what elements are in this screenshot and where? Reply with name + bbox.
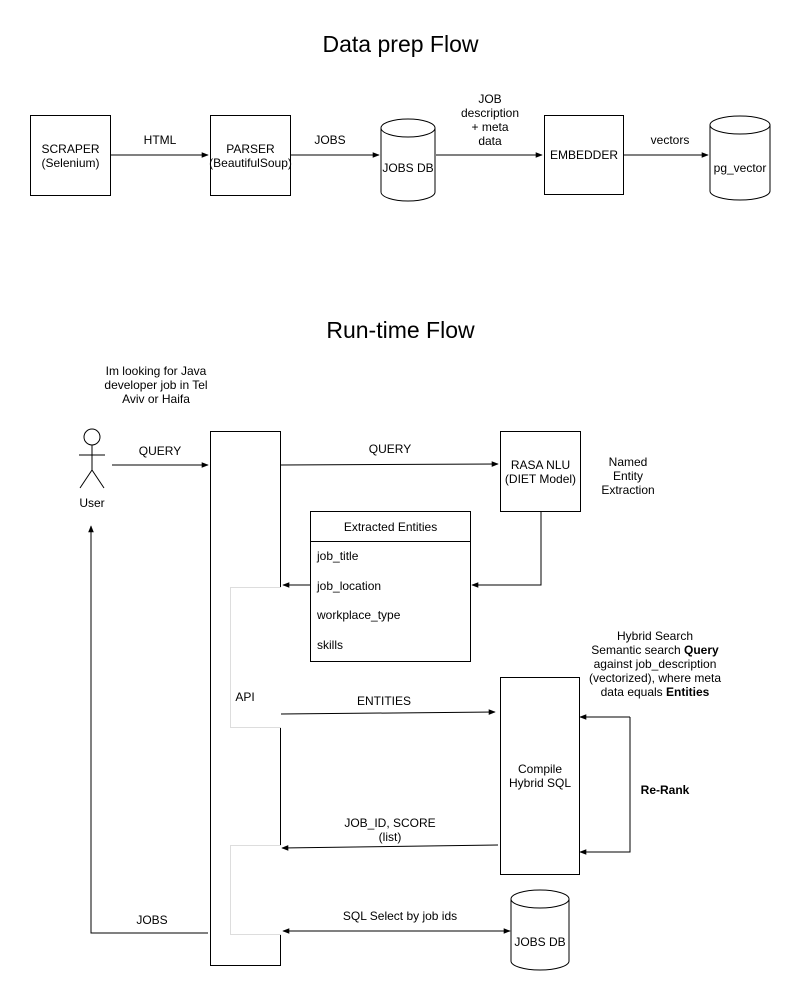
- rerank-loop-arrow: [579, 717, 631, 855]
- hybrid-line-1: Hybrid Search: [616, 629, 694, 643]
- jobs-label: JOBS: [314, 133, 346, 147]
- entity-skills: skills: [317, 638, 343, 652]
- entities-table: Extracted Entities job_title job_locatio…: [310, 511, 471, 662]
- result-arrow: [281, 844, 499, 851]
- pg-vector-label: pg_vector: [713, 161, 767, 175]
- runtime-jobs-db-label: JOBS DB: [514, 935, 566, 949]
- api-highlight-upper: [230, 587, 281, 728]
- ner-note: Named Entity Extraction: [596, 455, 660, 497]
- hybrid-line-4: (vectorized), where meta: [588, 671, 722, 685]
- user-quote-line-2: developer job in Tel: [104, 378, 208, 392]
- hybrid-line-2: Semantic search Query: [580, 643, 730, 657]
- scraper-label: SCRAPER: [41, 141, 100, 156]
- parser-sublabel: (BeautifulSoup): [209, 155, 292, 170]
- api-entities-arrow: [280, 709, 496, 715]
- jobs-db-cylinder-top: [380, 118, 436, 202]
- parser-node: PARSER (BeautifulSoup): [209, 115, 292, 196]
- compile-sublabel: Hybrid SQL: [508, 776, 572, 790]
- rasa-node: RASA NLU (DIET Model): [500, 431, 581, 512]
- hybrid-line-2-text: Semantic search: [591, 643, 685, 657]
- data-prep-title: Data prep Flow: [322, 31, 479, 57]
- api-highlight-lower: [230, 845, 281, 935]
- embedder-node: EMBEDDER: [544, 115, 624, 195]
- html-label: HTML: [143, 133, 177, 147]
- user-quote-line-1: Im looking for Java: [105, 364, 207, 378]
- hybrid-search-note: Hybrid Search Semantic search Query agai…: [580, 629, 730, 699]
- runtime-title: Run-time Flow: [326, 317, 475, 343]
- ner-note-line-2: Entity: [612, 469, 643, 483]
- hybrid-line-5: data equals Entities: [580, 685, 730, 699]
- rerank-label: Re-Rank: [640, 783, 690, 797]
- compile-label: Compile: [517, 762, 562, 776]
- user-quote: Im looking for Java developer job in Tel…: [86, 364, 226, 406]
- result-label-line-1: JOB_ID, SCORE: [344, 816, 436, 830]
- jobs-db-label: JOBS DB: [382, 161, 434, 175]
- user-label: User: [79, 496, 105, 510]
- ner-note-line-1: Named: [608, 455, 648, 469]
- rasa-sublabel: (DIET Model): [504, 471, 577, 486]
- result-label-line-2: (list): [378, 830, 402, 844]
- rasa-to-entities-arrow: [471, 512, 542, 588]
- job-desc-label: JOB description + meta data: [450, 92, 530, 148]
- jobs-return-arrow: [88, 525, 208, 934]
- entity-workplace-type: workplace_type: [317, 608, 401, 622]
- jobs-db-cylinder-bottom: [510, 889, 570, 971]
- ner-note-line-3: Extraction: [601, 483, 655, 497]
- jobs-return-label: JOBS: [136, 913, 168, 927]
- job-desc-line-3: + meta: [471, 120, 509, 134]
- job-desc-line-1: JOB: [478, 92, 502, 106]
- rasa-label: RASA NLU: [510, 457, 571, 472]
- scraper-node: SCRAPER (Selenium): [30, 115, 111, 196]
- scraper-sublabel: (Selenium): [41, 155, 100, 170]
- job-desc-line-4: data: [478, 134, 502, 148]
- sql-select-label: SQL Select by job ids: [342, 909, 458, 923]
- job-desc-line-2: description: [460, 106, 520, 120]
- vectors-label: vectors: [650, 133, 690, 147]
- hybrid-query-bold: Query: [684, 643, 719, 657]
- api-label: API: [235, 690, 255, 704]
- pg-vector-cylinder: [709, 115, 771, 201]
- hybrid-line-3: against job_description: [593, 657, 717, 671]
- user-query-label: QUERY: [138, 444, 182, 458]
- hybrid-line-5-text: data equals: [600, 685, 667, 699]
- entities-label: ENTITIES: [356, 694, 411, 708]
- entities-title: Extracted Entities: [311, 512, 470, 542]
- compile-hybrid-sql-node: Compile Hybrid SQL: [500, 677, 580, 875]
- entity-job-title: job_title: [317, 549, 359, 563]
- user-quote-line-3: Aviv or Haifa: [122, 392, 190, 406]
- result-label: JOB_ID, SCORE (list): [330, 816, 450, 844]
- api-query-arrow: [280, 461, 499, 467]
- hybrid-entities-bold: Entities: [666, 685, 710, 699]
- api-query-label: QUERY: [368, 442, 412, 456]
- entity-job-location: job_location: [317, 579, 382, 593]
- parser-label: PARSER: [226, 141, 275, 156]
- user-actor-icon: [79, 428, 105, 489]
